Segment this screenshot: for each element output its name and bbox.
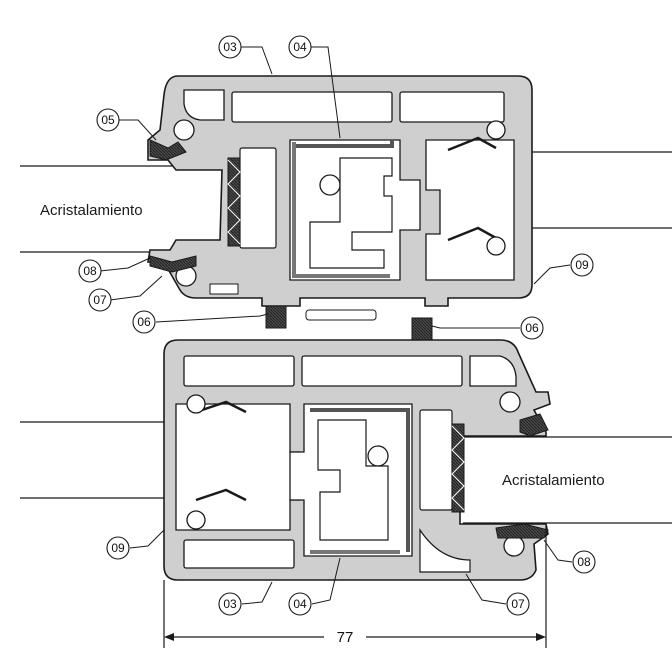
callout-04b: 04 xyxy=(288,557,341,616)
glazing-label-bottom: Acristalamiento xyxy=(502,472,605,489)
callout-number: 06 xyxy=(525,321,539,335)
dimension-value: 77 xyxy=(337,629,354,646)
callout-05: 05 xyxy=(96,108,157,141)
reference-lines xyxy=(20,151,672,499)
callout-09a: 09 xyxy=(533,253,594,285)
callout-number: 09 xyxy=(575,258,589,272)
callout-04a: 04 xyxy=(288,35,341,139)
callout-08b: 08 xyxy=(543,539,596,574)
callout-06b: 06 xyxy=(431,316,544,340)
callout-03b: 03 xyxy=(218,581,273,616)
callout-03a: 03 xyxy=(218,35,273,75)
middle-gaskets xyxy=(265,305,433,341)
callout-number: 04 xyxy=(293,597,307,611)
callout-08a: 08 xyxy=(78,257,151,283)
callout-number: 04 xyxy=(293,40,307,54)
top-sash-profile xyxy=(147,75,533,321)
callout-07a: 07 xyxy=(88,275,163,312)
callout-number: 08 xyxy=(83,264,97,278)
callout-number: 06 xyxy=(137,315,151,329)
callout-number: 03 xyxy=(223,40,237,54)
dimension-line xyxy=(163,524,547,648)
callout-number: 07 xyxy=(511,597,525,611)
callout-number: 05 xyxy=(101,113,115,127)
callout-number: 07 xyxy=(93,293,107,307)
callout-09b: 09 xyxy=(106,529,165,560)
glass-pane-bottom xyxy=(463,436,672,524)
callout-06a: 06 xyxy=(132,310,269,334)
callout-number: 03 xyxy=(223,597,237,611)
callout-number: 08 xyxy=(577,555,591,569)
callout-number: 09 xyxy=(111,541,125,555)
glazing-label-top: Acristalamiento xyxy=(40,202,143,219)
callout-07b: 07 xyxy=(465,573,530,616)
bottom-frame-profile xyxy=(163,339,551,581)
